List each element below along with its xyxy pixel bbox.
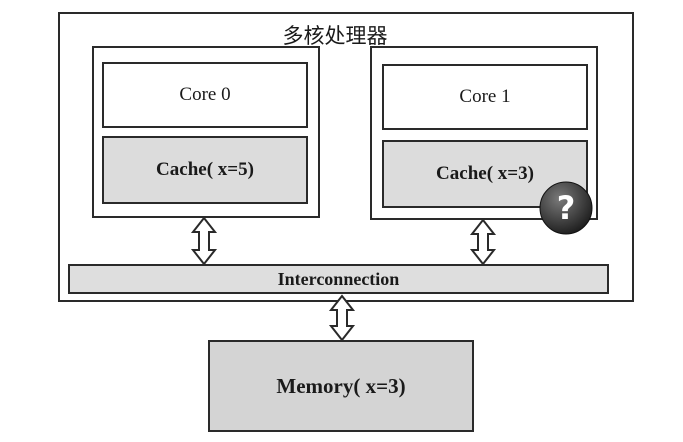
interconnection-bar: Interconnection <box>68 264 609 294</box>
question-mark-icon: ? <box>539 181 593 235</box>
core0-interconnect-arrow <box>190 216 218 266</box>
interconnect-memory-arrow <box>328 294 356 342</box>
processor-title: 多核处理器 <box>282 24 388 48</box>
core1-interconnect-arrow <box>469 218 497 266</box>
memory-box: Memory( x=3) <box>208 340 474 432</box>
core0-box: Core 0 <box>102 62 308 128</box>
core0-cache-box: Cache( x=5) <box>102 136 308 204</box>
core1-box: Core 1 <box>382 64 588 130</box>
question-mark-text: ? <box>557 189 576 227</box>
